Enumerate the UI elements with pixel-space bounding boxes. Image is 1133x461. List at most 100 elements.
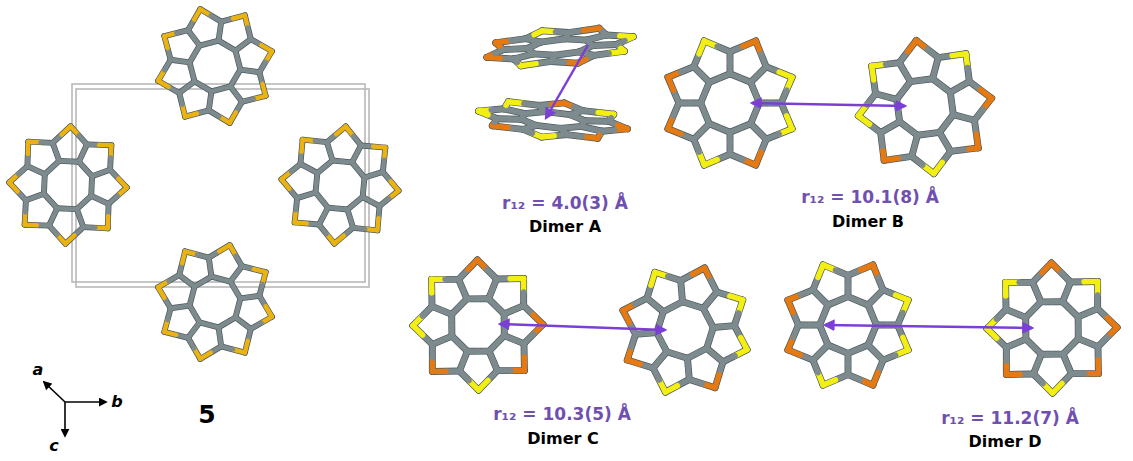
bond-outline [788,325,799,350]
molecule-sticks [858,40,991,173]
bond-outline [627,334,635,360]
bond-outline [872,66,876,94]
distance-arrow [752,103,905,106]
bond-outline [190,62,195,81]
bond-stick [108,157,113,169]
bond-outline [668,103,679,129]
bond-stick [1075,328,1081,339]
bond-outline [881,122,900,133]
bond-outline [868,290,883,305]
bond-outline [524,324,543,343]
bond-outline [315,192,327,207]
bond-outline [240,296,259,299]
bond-outline [1006,371,1033,378]
bond-outline [1033,354,1041,374]
distance-label: r₁₂ = 4.0(3) Å [502,194,628,213]
bond-outline [730,124,751,133]
bond-outline [352,162,364,177]
bond-outline [87,141,111,148]
bond-outline [185,110,209,116]
bond-outline [281,179,297,198]
bond-outline [521,61,551,65]
bond-outline [211,86,230,91]
bond-outline [707,328,714,349]
bond-stick [235,290,240,298]
bond-outline [327,126,346,142]
bond-outline [489,299,504,314]
bond-outline [551,61,578,63]
bond-outline [235,317,250,329]
bond-outline [295,198,298,222]
bond-outline [479,371,498,390]
bond-outline [221,15,245,21]
bond-outline [235,298,240,317]
molecule-sticks [158,245,272,359]
bond-outline [45,161,59,174]
bond-outline [730,41,756,52]
bond-outline [195,277,212,287]
bond-outline [520,279,527,306]
bond-outline [689,379,715,387]
bond-outline [788,350,813,360]
bond-outline [569,28,599,32]
bond-outline [319,208,328,225]
bond-outline [848,375,873,386]
bond-outline [211,277,230,282]
bond-stick [360,187,365,197]
bond-outline [694,139,704,165]
bond-outline [1063,302,1078,317]
bond-outline [1071,370,1098,377]
bond-outline [701,82,710,103]
bond-outline [347,197,362,209]
bond-outline [171,60,190,63]
bond-outline [683,302,704,309]
bond-outline [164,30,188,36]
bond-outline [508,102,539,106]
bond-outline [432,336,452,344]
bond-outline [828,297,848,305]
bond-outline [459,279,467,299]
bond-outline [707,348,723,362]
bond-outline [602,129,627,131]
bond-stick [524,334,534,344]
bond-outline [77,209,84,227]
bond-outline [694,41,704,67]
bond-outline [57,205,77,212]
bond-outline [209,91,212,110]
bond-outline [916,40,938,57]
bond-outline [966,54,969,82]
bond-outline [497,367,524,374]
bond-outline [242,96,266,102]
dimer-label: Dimer D [968,433,1041,451]
bond-outline [219,327,222,346]
bond-outline [940,132,951,151]
bond-outline [681,268,705,281]
bond-outline [26,194,44,201]
bond-outline [432,368,459,375]
bond-outline [730,154,756,165]
bond-outline [668,129,694,139]
bond-outline [230,266,242,281]
bond-outline [653,352,667,368]
bond-outline [868,345,883,360]
bond-outline [91,196,108,204]
bond-outline [363,197,380,206]
bond-outline [489,351,497,371]
bond-outline [953,115,974,121]
bond-outline [766,129,792,139]
bond-outline [27,166,44,174]
bond-outline [235,39,250,51]
bond-outline [687,358,689,379]
bond-stick [952,103,953,114]
bond-outline [44,194,57,208]
bond-stick [581,124,583,127]
bond-outline [25,200,26,224]
bond-outline [751,103,760,124]
bond-outline [459,260,478,279]
bond-stick [259,62,265,72]
bond-outline [845,353,852,374]
bond-outline [1002,282,1009,309]
bond-outline [1006,279,1033,286]
bond-outline [898,300,909,325]
bond-outline [333,160,353,162]
